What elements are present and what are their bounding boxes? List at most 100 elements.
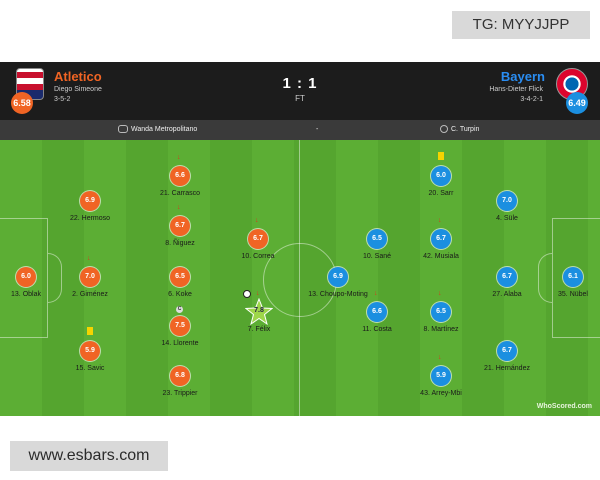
player-rating: 7.0 (497, 191, 517, 211)
match-header: 6.58 Atletico Diego Simeone 3-5-2 1 : 1 … (0, 62, 600, 120)
yellow-card-icon (438, 152, 444, 160)
player-number: 8 (165, 240, 170, 247)
player-surname: Ñiguez (173, 240, 195, 247)
away-formation: 3-4-2-1 (520, 96, 543, 103)
player-surname: Giménez (79, 291, 108, 298)
player-name: 22. Hermoso (69, 215, 111, 222)
player-surname: Martínez (431, 326, 459, 333)
sub-off-arrow-icon: ↓ (438, 354, 442, 361)
player-number: 10 (362, 253, 371, 260)
player-number: 20 (428, 190, 437, 197)
player-name: 42. Musiala (423, 253, 459, 260)
home-team-name[interactable]: Atletico (54, 69, 102, 84)
player-name: 8. Martínez (423, 326, 459, 333)
player-name: 7. Félix (247, 326, 271, 333)
player-surname: Carrasco (171, 190, 201, 197)
player-a-3[interactable]: 6.7 42. Musiala (404, 229, 478, 260)
player-number: 13 (308, 291, 317, 298)
player-rating: 6.9 (80, 191, 100, 211)
player-name: 8. Ñiguez (165, 240, 195, 247)
referee: C. Turpin (440, 120, 479, 140)
player-h-6[interactable]: 6.5 6. Koke (143, 267, 217, 298)
captain-icon: C (176, 306, 183, 313)
sub-off-arrow-icon: ↓ (177, 154, 181, 161)
player-rating: 5.9 (431, 366, 451, 386)
player-name: 43. Arrey-Mbi (420, 390, 462, 397)
player-rating: 7.8 (254, 307, 264, 314)
player-rating: 6.7 (497, 341, 517, 361)
player-rating: 7.0 (80, 267, 100, 287)
player-a-1[interactable]: 7.0 4. Süle (470, 191, 544, 222)
stadium-icon (118, 125, 128, 134)
player-number: 21 (484, 365, 492, 372)
player-surname: Arrey-Mbi (431, 390, 462, 397)
yellow-card-icon (87, 327, 93, 335)
player-rating: 6.6 (367, 302, 387, 322)
player-number: 10 (241, 253, 250, 260)
goal-ball-icon (243, 290, 251, 298)
player-name: 27. Alaba (492, 291, 522, 298)
player-rating: 6.7 (431, 229, 451, 249)
player-number: 42 (423, 253, 431, 260)
home-formation: 3-5-2 (54, 96, 71, 103)
player-a-10[interactable]: 5.9 43. Arrey-Mbi (404, 366, 478, 397)
sub-off-arrow-icon: ↓ (438, 217, 442, 224)
player-name: 4. Süle (496, 215, 518, 222)
player-name: 11. Costa (362, 326, 392, 333)
player-rating: 6.6 (170, 166, 190, 186)
player-h-7[interactable]: 7.8 7. Félix (222, 298, 296, 333)
away-team-name[interactable]: Bayern (500, 69, 545, 84)
player-name: 15. Savic (75, 365, 105, 372)
player-rating: 6.5 (170, 267, 190, 287)
whoscored-logo: WhoScored.com (536, 403, 592, 410)
player-surname: Musiala (434, 253, 459, 260)
player-a-5[interactable]: 6.7 27. Alaba (470, 267, 544, 298)
sub-off-arrow-icon: ↓ (87, 255, 91, 262)
player-surname: Nübel (569, 291, 588, 298)
player-name: 13. Oblak (11, 291, 41, 298)
venue-label: Wanda Metropolitano (131, 126, 198, 133)
player-rating: 6.5 (367, 229, 387, 249)
player-surname: Sarr (440, 190, 454, 197)
player-number: 7 (247, 326, 252, 333)
player-number: 8 (423, 326, 428, 333)
home-manager: Diego Simeone (54, 86, 102, 93)
referee-label: C. Turpin (451, 126, 480, 133)
home-team-rating: 6.58 (11, 92, 33, 114)
player-surname: Koke (175, 291, 192, 298)
player-name: 23. Trippier (162, 390, 198, 397)
player-rating: 6.7 (248, 229, 268, 249)
player-rating: 6.7 (497, 267, 517, 287)
player-a-7[interactable]: 6.6 11. Costa (340, 302, 414, 333)
player-surname: Hernández (495, 365, 530, 372)
player-rating: 6.8 (170, 366, 190, 386)
player-name: 6. Koke (168, 291, 192, 298)
player-name: 20. Sarr (428, 190, 454, 197)
sub-off-arrow-icon: ↓ (255, 217, 259, 224)
player-number: 23 (162, 390, 171, 397)
player-surname: Savic (87, 365, 105, 372)
player-surname: Costa (373, 326, 392, 333)
player-h-10[interactable]: 6.8 23. Trippier (143, 366, 217, 397)
player-a-8[interactable]: 6.5 8. Martínez (404, 302, 478, 333)
match-status: FT (295, 94, 305, 103)
player-name: 35. Nübel (558, 291, 588, 298)
info-separator: - (316, 126, 319, 133)
match-info-bar: Wanda Metropolitano - C. Turpin (0, 120, 600, 140)
player-h-1[interactable]: 6.9 22. Hermoso (53, 191, 127, 222)
player-rating: 6.5 (431, 302, 451, 322)
player-number: 43 (420, 390, 428, 397)
